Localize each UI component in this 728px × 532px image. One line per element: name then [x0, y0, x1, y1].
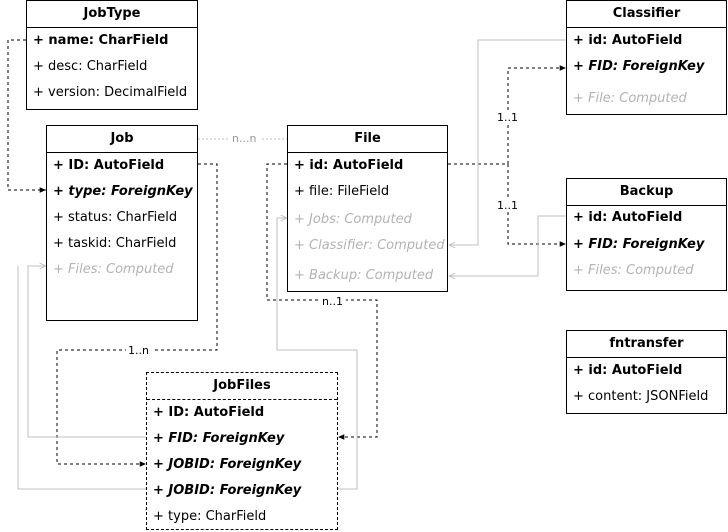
entity-title: File	[288, 126, 447, 153]
entity-job[interactable]: Job + ID: AutoField + type: ForeignKey +…	[46, 125, 198, 321]
label-job-jobfiles: 1..n	[128, 344, 149, 357]
field-jobid-2: + JOBID: ForeignKey	[153, 483, 302, 498]
jobfiles-file-computed-link	[276, 218, 358, 490]
field-content: + content: JSONField	[573, 389, 709, 404]
field-type: + type: ForeignKey	[53, 184, 193, 199]
entity-fntransfer[interactable]: fntransfer + id: AutoField + content: JS…	[566, 330, 727, 414]
entity-title: JobFiles	[147, 373, 337, 400]
label-file-backup: 1..1	[497, 199, 518, 212]
jobfiles-job-computed-link	[27, 266, 146, 438]
file-backup-link	[507, 164, 566, 247]
field-files: + Files: Computed	[573, 263, 694, 278]
field-fid: + FID: ForeignKey	[573, 237, 705, 252]
jobfiles-job-computed-link-2	[17, 266, 146, 490]
field-classifier: + Classifier: Computed	[294, 238, 445, 253]
label-file-jobfiles: n..1	[322, 295, 343, 308]
field-fid: + FID: ForeignKey	[573, 59, 705, 74]
label-file-classifier: 1..1	[497, 111, 518, 124]
entity-title: Backup	[567, 179, 726, 206]
entity-title: fntransfer	[567, 331, 726, 358]
field-file: + file: FileField	[294, 184, 390, 199]
field-fid: + FID: ForeignKey	[153, 431, 285, 446]
entity-jobfiles[interactable]: JobFiles + ID: AutoField + FID: ForeignK…	[146, 372, 338, 530]
label-job-file: n...n	[232, 132, 256, 145]
field-status: + status: CharField	[53, 210, 178, 225]
field-files: + Files: Computed	[53, 262, 174, 277]
jobtype-job-link	[7, 39, 46, 193]
field-version: + version: DecimalField	[33, 85, 188, 100]
field-taskid: + taskid: CharField	[53, 236, 177, 251]
field-jobid: + JOBID: ForeignKey	[153, 457, 302, 472]
field-type: + type: CharField	[153, 509, 267, 524]
entity-title: JobType	[27, 1, 197, 28]
classifier-computed-link	[449, 39, 566, 245]
entity-jobtype[interactable]: JobType + name: CharField + desc: CharFi…	[26, 0, 198, 110]
field-id: + ID: AutoField	[53, 158, 165, 173]
entity-title: Job	[47, 126, 197, 153]
field-jobs: + Jobs: Computed	[294, 212, 412, 227]
field-name: + name: CharField	[33, 33, 169, 48]
field-id: + id: AutoField	[294, 158, 404, 173]
entity-title: Classifier	[567, 1, 726, 28]
entity-file[interactable]: File + id: AutoField + file: FileField +…	[287, 125, 448, 292]
field-desc: + desc: CharField	[33, 59, 148, 74]
field-backup: + Backup: Computed	[294, 268, 434, 283]
field-file: + File: Computed	[573, 91, 687, 106]
entity-backup[interactable]: Backup + id: AutoField + FID: ForeignKey…	[566, 178, 727, 291]
field-id: + id: AutoField	[573, 210, 683, 225]
field-id: + id: AutoField	[573, 363, 683, 378]
field-id: + id: AutoField	[573, 33, 683, 48]
backup-computed-link	[449, 215, 566, 276]
field-id: + ID: AutoField	[153, 405, 265, 420]
entity-classifier[interactable]: Classifier + id: AutoField + FID: Foreig…	[566, 0, 727, 115]
